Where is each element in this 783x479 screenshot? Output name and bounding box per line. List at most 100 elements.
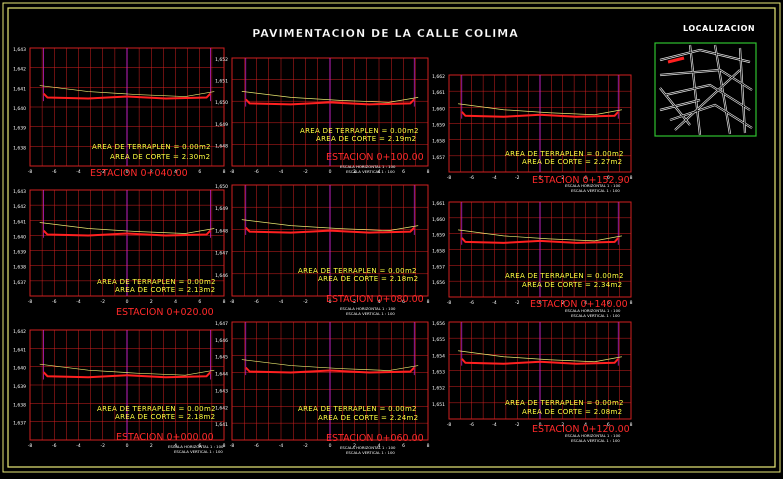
y-tick-label: 1,639	[13, 250, 26, 256]
x-tick-label: 4	[584, 422, 587, 428]
area-terraplen: AREA DE TERRAPLEN = 0.00m2	[505, 272, 624, 280]
pavement-profile	[42, 92, 212, 100]
terrain-line	[241, 359, 419, 371]
x-tick-label: 0	[329, 299, 332, 305]
y-tick-label: 1,658	[432, 139, 445, 145]
y-tick-label: 1,646	[215, 273, 228, 279]
y-tick-label: 1,639	[13, 126, 26, 132]
pavement-profile	[245, 98, 415, 106]
area-corte: AREA DE CORTE = 2.34m2	[522, 281, 622, 289]
pavement-profile	[461, 111, 619, 118]
scale-horizontal: ESCALA HORIZONTAL 1 : 100	[168, 444, 224, 449]
y-tick-label: 1,658	[432, 249, 445, 255]
y-tick-label: 1,650	[215, 184, 228, 190]
x-tick-label: 6	[402, 443, 405, 449]
terrain-line	[39, 222, 215, 234]
x-tick-label: -4	[492, 300, 497, 306]
station-label: ESTACION 0+152.90	[532, 175, 630, 186]
x-tick-label: -2	[101, 299, 106, 305]
x-tick-label: -8	[230, 169, 235, 175]
y-tick-label: 1,645	[215, 355, 228, 361]
cross-section-panels: 1,643 1,642 1,641 1,640 1,639 1,638 -8 -6 -4 -2 0 2…	[13, 47, 632, 455]
y-tick-label: 1,638	[13, 402, 26, 408]
x-tick-label: 0	[329, 169, 332, 175]
location-map	[654, 42, 757, 137]
x-tick-label: 6	[198, 299, 201, 305]
y-tick-label: 1,659	[432, 123, 445, 129]
x-tick-label: 8	[427, 169, 430, 175]
x-tick-label: -2	[515, 422, 520, 428]
station-label: ESTACION 0+020.00	[116, 307, 214, 318]
scale-vertical: ESCALA VERTICAL 1 : 100	[346, 311, 395, 316]
station-label: ESTACION 0+000.00	[116, 432, 214, 443]
pavement-profile	[42, 371, 212, 379]
x-tick-label: 8	[427, 299, 430, 305]
scale-vertical: ESCALA VERTICAL 1 : 100	[571, 188, 620, 193]
y-tick-label: 1,656	[432, 280, 445, 286]
terrain-line	[39, 363, 215, 376]
pavement-profile	[245, 226, 415, 234]
x-tick-label: -2	[515, 300, 520, 306]
terrain-line	[39, 85, 215, 97]
area-terraplen: AREA DE TERRAPLEN = 0.00m2	[97, 405, 216, 413]
x-tick-label: 6	[607, 422, 610, 428]
map-street-core	[669, 104, 753, 129]
y-tick-label: 1,641	[13, 86, 26, 92]
area-corte: AREA DE CORTE = 2.18m2	[115, 413, 215, 421]
terrain-line	[241, 91, 419, 103]
station-label: ESTACION 0+040.00	[90, 168, 188, 179]
y-tick-label: 1,654	[432, 353, 445, 359]
map-street-core	[659, 49, 751, 63]
y-tick-label: 1,660	[432, 217, 445, 223]
inner-frame	[7, 7, 776, 468]
y-tick-label: 1,640	[13, 106, 26, 112]
y-tick-label: 1,656	[432, 321, 445, 327]
pavement-profile	[461, 358, 619, 365]
x-tick-label: -2	[101, 443, 106, 449]
x-tick-label: -2	[303, 443, 308, 449]
x-tick-label: 6	[607, 175, 610, 181]
x-tick-label: 6	[402, 169, 405, 175]
x-tick-label: 8	[427, 443, 430, 449]
y-tick-label: 1,638	[13, 145, 26, 151]
y-tick-label: 1,648	[215, 228, 228, 234]
x-tick-label: -6	[254, 299, 259, 305]
y-tick-label: 1,639	[13, 384, 26, 390]
area-terraplen: AREA DE TERRAPLEN = 0.00m2	[97, 278, 216, 286]
y-tick-label: 1,660	[432, 106, 445, 112]
y-tick-label: 1,642	[13, 204, 26, 210]
scale-vertical: ESCALA VERTICAL 1 : 100	[571, 313, 620, 318]
y-tick-label: 1,642	[215, 405, 228, 411]
x-tick-label: -4	[279, 299, 284, 305]
x-tick-label: -6	[52, 443, 57, 449]
map-street-core	[714, 44, 731, 135]
x-tick-label: -8	[447, 175, 452, 181]
y-tick-label: 1,643	[13, 189, 26, 195]
x-tick-label: 2	[561, 422, 564, 428]
panel-p060: 1,6471,6461,6451,6441,6431,6421,641-8-6-…	[215, 321, 429, 455]
x-tick-label: 8	[223, 169, 226, 175]
x-tick-label: 4	[174, 443, 177, 449]
y-tick-label: 1,657	[432, 155, 445, 161]
area-terraplen: AREA DE TERRAPLEN = 0.00m2	[505, 150, 624, 158]
x-tick-label: 4	[584, 300, 587, 306]
y-tick-label: 1,641	[215, 422, 228, 428]
scale-vertical: ESCALA VERTICAL 1 : 100	[346, 450, 395, 455]
y-tick-label: 1,647	[215, 251, 228, 257]
map-street-core	[659, 69, 753, 91]
map-street-core	[664, 84, 751, 111]
y-tick-label: 1,641	[13, 347, 26, 353]
x-tick-label: -4	[279, 169, 284, 175]
map-project-street	[667, 56, 685, 64]
y-tick-label: 1,637	[13, 421, 26, 427]
x-tick-label: 0	[126, 169, 129, 175]
y-tick-label: 1,649	[215, 206, 228, 212]
y-tick-label: 1,640	[13, 366, 26, 372]
x-tick-label: -8	[28, 169, 33, 175]
area-corte: AREA DE CORTE = 2.27m2	[522, 158, 622, 166]
